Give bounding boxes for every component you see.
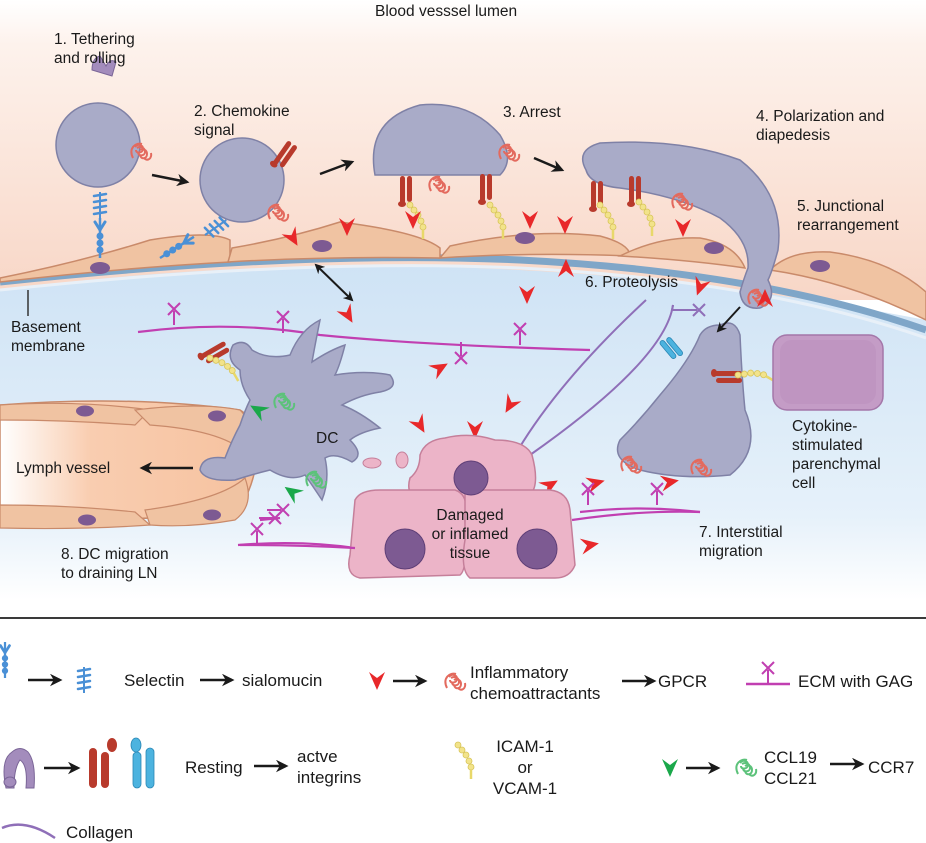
step-7-label: 7. Interstitial migration bbox=[699, 524, 783, 560]
arrow-step1-to-2 bbox=[151, 173, 190, 187]
legend-active-integrins-label: actve integrins bbox=[297, 747, 362, 787]
damaged-tissue-label: Damaged or inflamed tissue bbox=[431, 507, 509, 562]
step-6-label: 6. Proteolysis bbox=[585, 274, 679, 291]
endothelial-layer bbox=[0, 221, 926, 321]
double-arrow-basement bbox=[314, 263, 354, 302]
step-2-label: 2. Chemokine signal bbox=[194, 103, 290, 139]
legend-active-integrin-red-icon bbox=[89, 738, 117, 788]
dc-label: DC bbox=[316, 430, 339, 447]
leukocyte-arrest bbox=[372, 103, 521, 241]
ecm-gag-collagen bbox=[692, 303, 706, 317]
nucleus bbox=[76, 405, 94, 417]
damaged-tissue bbox=[348, 434, 576, 579]
legend-chemoattractants-label: Inflammatory chemoattractants bbox=[470, 663, 601, 703]
legend-icam-icon bbox=[453, 740, 476, 781]
nucleus bbox=[208, 410, 226, 422]
legend-ccr7-icon bbox=[735, 758, 758, 777]
legend-ecm-icon bbox=[746, 661, 790, 686]
legend-ccl-icon bbox=[662, 759, 678, 777]
legend-ccl-label: CCL19 CCL21 bbox=[764, 748, 817, 788]
basement-membrane-label: Basement membrane bbox=[11, 319, 86, 355]
arrow-into-tissue bbox=[716, 306, 741, 333]
legend-gpcr-label: GPCR bbox=[658, 672, 708, 691]
legend-sialomucin-label: sialomucin bbox=[242, 671, 323, 690]
leukocyte-diapedesis bbox=[582, 141, 780, 309]
step-5-label: 5. Junctional rearrangement bbox=[797, 198, 899, 234]
lymph-vessel bbox=[0, 400, 259, 530]
legend bbox=[0, 640, 865, 840]
nucleus bbox=[515, 232, 535, 244]
basement-membrane-band bbox=[0, 254, 926, 334]
legend-icam-label: ICAM-1 or VCAM-1 bbox=[492, 737, 558, 798]
step-1-label: 1. Tethering and rolling bbox=[54, 31, 135, 67]
leukocyte-rolling bbox=[55, 55, 153, 260]
dendritic-cell bbox=[196, 318, 409, 504]
collagen-fibers bbox=[517, 299, 697, 456]
legend-gpcr-icon bbox=[444, 672, 467, 691]
legend-ccr7-label: CCR7 bbox=[868, 758, 915, 777]
arrow-step3-to-4 bbox=[533, 156, 565, 172]
legend-selectin-label: Selectin bbox=[124, 671, 185, 690]
legend-collagen-label: Collagen bbox=[66, 823, 134, 842]
migrating-leukocyte bbox=[616, 322, 777, 478]
title-blood-vessel-lumen: Blood vesssel lumen bbox=[375, 3, 518, 20]
nucleus bbox=[384, 528, 426, 570]
arrow-step2-to-3 bbox=[319, 159, 355, 176]
legend-collagen-icon bbox=[1, 823, 56, 840]
legend-selectin-icon bbox=[0, 640, 11, 680]
step-4-label: 4. Polarization and diapedesis bbox=[756, 108, 885, 144]
legend-resting-label: Resting bbox=[185, 758, 243, 777]
leukocyte-chemokine-signal bbox=[155, 137, 298, 264]
nucleus bbox=[90, 262, 110, 274]
legend-divider bbox=[0, 617, 926, 619]
legend-active-integrin-blue-icon bbox=[130, 737, 155, 789]
legend-chemoattractant-icon bbox=[369, 672, 385, 690]
step-8-label: 8. DC migration to draining LN bbox=[61, 546, 169, 582]
legend-ecm-label: ECM with GAG bbox=[798, 672, 914, 691]
legend-resting-integrin-icon bbox=[3, 748, 35, 789]
nucleus bbox=[516, 528, 558, 570]
parenchymal-cell-label: Cytokine- stimulated parenchymal cell bbox=[792, 418, 881, 492]
lymph-vessel-label: Lymph vessel bbox=[16, 460, 111, 477]
nucleus bbox=[203, 509, 221, 521]
legend-sialomucin-icon bbox=[76, 665, 92, 695]
step-3-label: 3. Arrest bbox=[503, 104, 561, 121]
nucleus bbox=[312, 240, 332, 252]
nucleus bbox=[453, 460, 489, 496]
nucleus bbox=[78, 514, 96, 526]
nucleus bbox=[810, 260, 830, 272]
nucleus bbox=[704, 242, 724, 254]
